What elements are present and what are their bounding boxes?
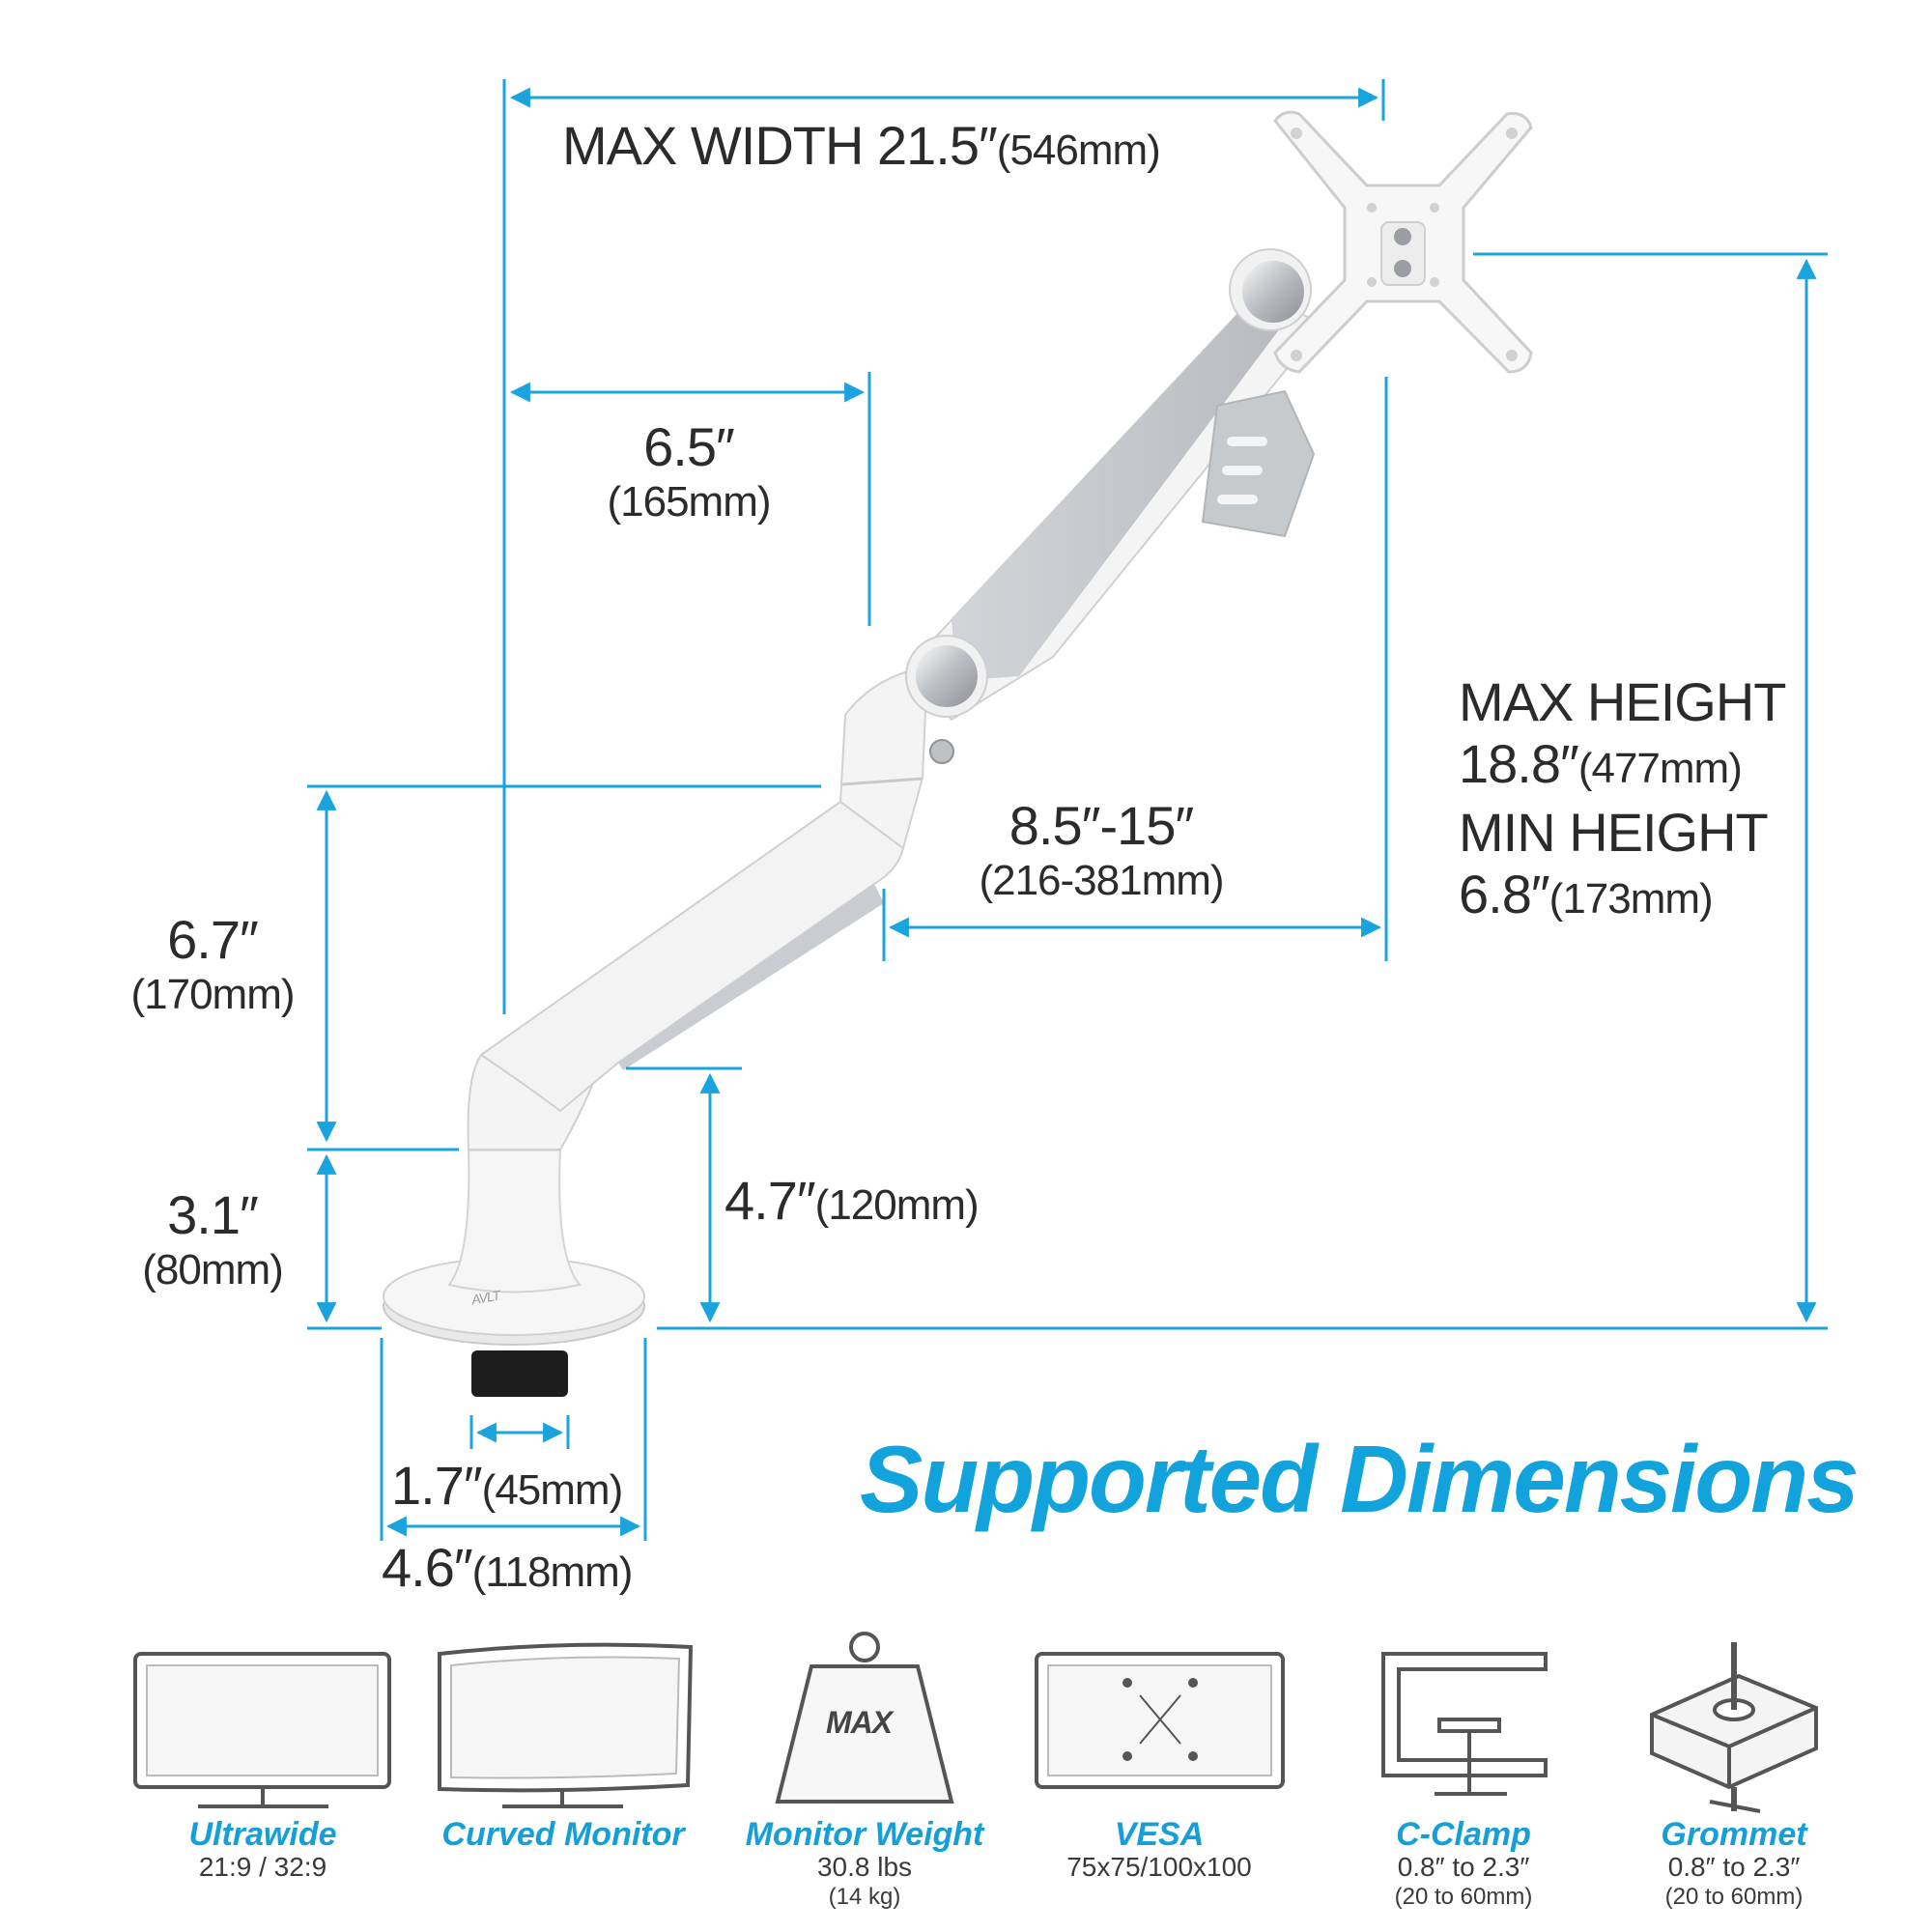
weight-icon xyxy=(775,1632,954,1804)
feature-cclamp-value2: (20 to 60mm) xyxy=(1394,1884,1533,1910)
weight-icon-text: MAX xyxy=(826,1705,893,1740)
max-width-label: MAX WIDTH 21.5″(546mm) xyxy=(562,115,1161,176)
vesa-plate xyxy=(1273,110,1533,374)
curved-monitor-icon xyxy=(438,1642,694,1808)
clamp-width-label: 1.7″(45mm) xyxy=(391,1455,623,1516)
inner-width-label: 6.5″ (165mm) xyxy=(607,416,771,526)
feature-weight-name: Monitor Weight xyxy=(745,1816,984,1853)
vesa-monitor-icon xyxy=(1035,1652,1285,1789)
feature-weight-value: 30.8 lbs xyxy=(816,1852,913,1882)
feature-vesa-name: VESA xyxy=(1114,1816,1205,1853)
dimension-lines xyxy=(307,79,1828,1541)
extension-label: 8.5″-15″ (216-381mm) xyxy=(979,795,1224,904)
clamp-block xyxy=(471,1350,568,1397)
base-width-label: 4.6″(118mm) xyxy=(382,1537,633,1598)
base-pole xyxy=(447,1149,582,1293)
feature-vesa-value: 75x75/100x100 xyxy=(1066,1852,1252,1882)
feature-weight-value2: (14 kg) xyxy=(828,1884,901,1910)
max-height-label: MAX HEIGHT 18.8″(477mm) xyxy=(1459,671,1786,794)
base-height-label: 3.1″ (80mm) xyxy=(142,1184,284,1293)
monitor-arm xyxy=(383,110,1533,1397)
feature-ultrawide-value: 21:9 / 32:9 xyxy=(198,1852,327,1882)
feature-icons xyxy=(133,1632,1818,1813)
feature-ultrawide-name: Ultrawide xyxy=(188,1816,337,1853)
cable-bracket xyxy=(1201,389,1316,538)
arm-height-label: 6.7″ (170mm) xyxy=(130,909,295,1018)
feature-grommet-value2: (20 to 60mm) xyxy=(1664,1884,1804,1910)
feature-grommet-name: Grommet xyxy=(1661,1816,1807,1853)
feature-grommet-value: 0.8″ to 2.3″ xyxy=(1667,1852,1801,1882)
feature-cclamp-name: C-Clamp xyxy=(1396,1816,1531,1853)
section-heading: Supported Dimensions xyxy=(860,1426,1860,1532)
ultrawide-monitor-icon xyxy=(133,1652,391,1808)
feature-cclamp-value: 0.8″ to 2.3″ xyxy=(1397,1852,1530,1882)
c-clamp-icon xyxy=(1381,1652,1548,1796)
min-height-label: MIN HEIGHT 6.8″(173mm) xyxy=(1459,802,1769,924)
grommet-icon xyxy=(1650,1642,1818,1813)
feature-curved-name: Curved Monitor xyxy=(441,1816,685,1853)
lower-arm xyxy=(479,800,905,1113)
clearance-label: 4.7″(120mm) xyxy=(724,1170,980,1231)
